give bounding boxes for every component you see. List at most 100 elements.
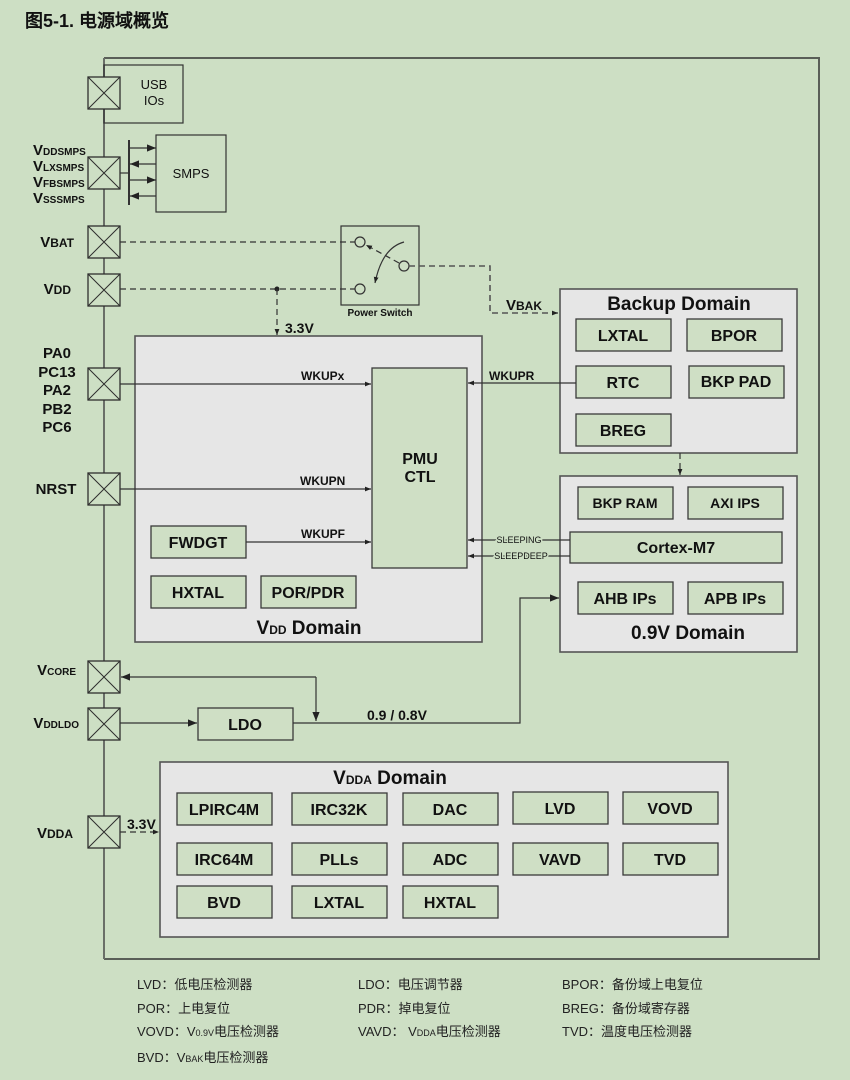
core-supply-wire <box>293 594 559 724</box>
pad-vcore <box>87 660 121 694</box>
vdda-3v3-label: 3.3V <box>127 816 156 832</box>
vdda-block-bvd-label: BVD <box>207 895 241 912</box>
vdda-block-lvd <box>512 791 609 825</box>
legend-item: LVD：低电压检测器 <box>137 977 252 992</box>
vdd-block-hxtal <box>150 575 247 609</box>
pad-vddldo <box>87 707 121 741</box>
wkupr-label: WKUPR <box>489 369 535 383</box>
core-block-ahb-ips <box>577 581 674 615</box>
vdda-block-irc32k <box>291 792 388 826</box>
legend-item: BPOR：备份域上电复位 <box>562 977 703 992</box>
vdda-block-adc <box>402 842 499 876</box>
pin-vddsmps: VDDSMPS <box>33 142 86 159</box>
vbak-wire <box>409 265 558 316</box>
pin-vfbsmps: VFBSMPS <box>33 174 85 191</box>
backup-block-bpor <box>686 318 783 352</box>
vdda-block-lxtal-label: LXTAL <box>314 895 365 912</box>
pad-smps <box>87 156 121 190</box>
legend-item: VOVD：V0.9V电压检测器 <box>137 1024 279 1039</box>
core-domain-title: 0.9V Domain <box>631 623 745 644</box>
legend-item: BVD：VBAK电压检测器 <box>137 1050 268 1065</box>
vdda-block-vovd <box>622 791 719 825</box>
pin-vsssmps: VSSSMPS <box>33 190 85 207</box>
core-block-apb-ips <box>687 581 784 615</box>
vdd-block-por-pdr <box>260 575 357 609</box>
ldo-block <box>197 707 294 741</box>
vdd-block-fwdgt-label: FWDGT <box>169 535 228 552</box>
core-block-bkp-ram <box>577 486 674 520</box>
pin-pa0: PA0 <box>43 345 71 362</box>
vdda-block-dac-label: DAC <box>433 802 468 819</box>
vdda-block-hxtal-label: HXTAL <box>424 895 476 912</box>
pin-vbat: VBAT <box>40 234 74 251</box>
smps-block <box>155 134 227 213</box>
vdda-block-bvd <box>176 885 273 919</box>
vdda-block-irc32k-label: IRC32K <box>311 802 368 819</box>
pad-vdda <box>87 815 121 849</box>
vdda-block-tvd-label: TVD <box>654 852 686 869</box>
pad-vdd <box>87 273 121 307</box>
core-block-cortex-m7 <box>569 531 783 564</box>
vdda-block-irc64m <box>176 842 273 876</box>
pin-pc6: PC6 <box>42 419 71 436</box>
core-block-axi-ips <box>687 486 784 520</box>
legend: LVD：低电压检测器 POR：上电复位 VOVD：V0.9V电压检测器 BVD：… <box>137 977 703 1065</box>
pmu-ctl-block <box>371 367 468 569</box>
vdda-block-tvd <box>622 842 719 876</box>
vbak-label: VBAK <box>506 297 542 314</box>
vdda-block-irc64m-label: IRC64M <box>195 852 254 869</box>
wkupf-label: WKUPF <box>301 527 345 541</box>
chip-outline <box>104 57 820 960</box>
vdda-block-adc-label: ADC <box>433 852 468 869</box>
core-block-cortex-m7-label: Cortex-M7 <box>637 540 715 557</box>
pin-pc13: PC13 <box>38 364 76 381</box>
legend-item: TVD：温度电压检测器 <box>562 1024 692 1039</box>
core-voltage-label: 0.9 / 0.8V <box>367 707 428 723</box>
legend-item: VAVD： VDDA电压检测器 <box>358 1024 501 1039</box>
wkupn-label: WKUPN <box>300 474 345 488</box>
pin-vdd: VDD <box>44 281 72 298</box>
backup-block-lxtal-label: LXTAL <box>598 328 649 345</box>
vdda-block-lpirc4m <box>176 792 273 826</box>
backup-block-rtc-label: RTC <box>607 375 640 392</box>
backup-block-bkp-pad-label: BKP PAD <box>701 374 772 391</box>
vdda-block-plls <box>291 842 388 876</box>
vdda-block-lvd-label: LVD <box>545 801 576 818</box>
vdda-block-dac <box>402 792 499 826</box>
vdda-domain-title: VDDA Domain <box>333 768 447 789</box>
legend-item: BREG：备份域寄存器 <box>562 1001 690 1016</box>
core-block-ahb-ips-label: AHB IPs <box>593 591 656 608</box>
sleepdeep-label: SLEEPDEEP <box>494 551 548 561</box>
legend-item: PDR：掉电复位 <box>358 1001 450 1016</box>
power-switch-label: Power Switch <box>347 308 412 319</box>
switch-arm <box>365 244 400 264</box>
backup-block-breg <box>575 413 672 447</box>
backup-block-rtc <box>575 365 672 399</box>
core-block-bkp-ram-label: BKP RAM <box>592 495 657 511</box>
pin-pa2: PA2 <box>43 382 71 399</box>
sleeping-label: SLEEPING <box>496 535 541 545</box>
pmu-ctl-label-line2: CTL <box>404 469 435 486</box>
figure-title: 图5-1. 电源域概览 <box>25 10 169 31</box>
pmu-ctl-label-line1: PMU <box>402 451 438 468</box>
pin-vlxsmps: VLXSMPS <box>33 158 84 175</box>
vdda-block-plls-label: PLLs <box>319 852 358 869</box>
vdda-block-vavd <box>512 842 609 876</box>
ldo-label: LDO <box>228 717 262 734</box>
core-block-apb-ips-label: APB IPs <box>704 591 766 608</box>
backup-block-lxtal <box>575 318 672 352</box>
pad-usb <box>87 76 121 110</box>
legend-item: LDO：电压调节器 <box>358 977 463 992</box>
usb-ios-label-line2: IOs <box>144 93 165 108</box>
pad-wakeup <box>87 367 121 401</box>
switch-terminal-vbat <box>354 236 366 248</box>
switch-terminal-out <box>398 260 410 272</box>
switch-toggle-arrow <box>373 241 405 284</box>
pin-vcore: VCORE <box>37 662 76 679</box>
vdd-3v3-label: 3.3V <box>285 320 314 336</box>
pad-nrst <box>87 472 121 506</box>
pin-pb2: PB2 <box>42 401 71 418</box>
vdda-block-vavd-label: VAVD <box>539 852 581 869</box>
pad-vbat <box>87 225 121 259</box>
